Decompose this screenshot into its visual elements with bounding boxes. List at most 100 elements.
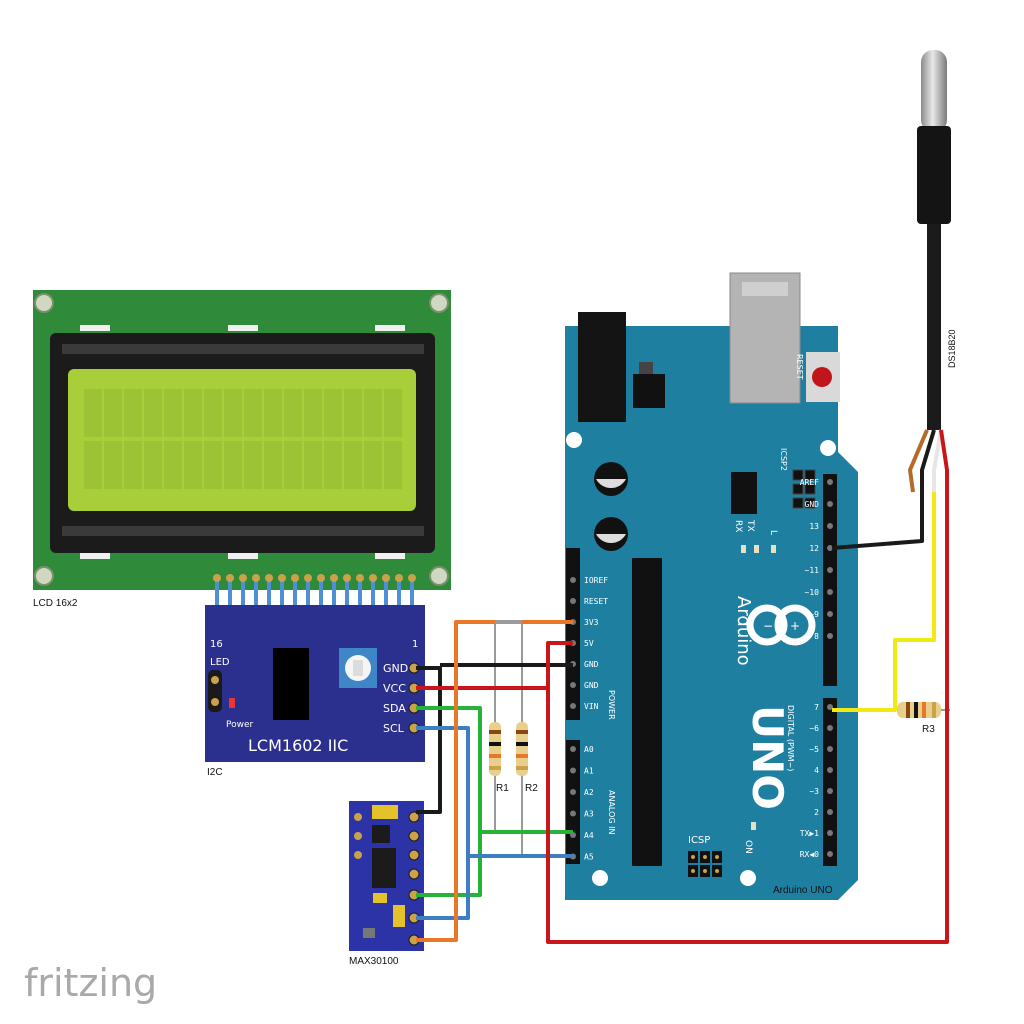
resistor-band xyxy=(516,766,528,770)
icsp2-pin xyxy=(792,483,804,495)
lcd-char-cell xyxy=(264,441,282,489)
lcd-char-cell xyxy=(224,389,242,437)
lcd-char-cell xyxy=(144,389,162,437)
lcd-pin xyxy=(291,574,299,582)
r1-label: R1 xyxy=(496,783,509,794)
atmega-chip xyxy=(632,558,662,866)
lcd-pin xyxy=(317,574,325,582)
wire-sensor-data-to-d7 xyxy=(832,492,936,712)
power-pin xyxy=(570,703,576,709)
lcd-pin xyxy=(356,574,364,582)
lcd-char-cell xyxy=(284,389,302,437)
analog-pin xyxy=(570,767,576,774)
icsp-pin-dot xyxy=(703,855,707,859)
i2c-led-label: LED xyxy=(210,657,230,668)
resistor-band xyxy=(516,742,528,746)
lcd-pin xyxy=(330,574,338,582)
r3-label: R3 xyxy=(922,724,935,735)
lcd-char-cell xyxy=(384,389,402,437)
analog-pin xyxy=(570,746,576,752)
max30100-label: MAX30100 xyxy=(349,956,399,967)
uno-label: UNO xyxy=(743,705,792,810)
i2c-ic-chip xyxy=(273,648,309,720)
lcd-char-cell xyxy=(164,441,182,489)
digital-pin xyxy=(827,611,833,617)
analog-header xyxy=(566,740,580,864)
power-pin-label: RESET xyxy=(584,597,608,606)
lcd-char-cell xyxy=(104,441,122,489)
lcd-char-cell xyxy=(204,441,222,489)
resistor-body xyxy=(489,722,501,776)
digital-pin-label: 2 xyxy=(814,808,819,817)
lcd-char-cell xyxy=(84,441,102,489)
arduino-uno-board: RESET ICSP2 TX RX L − + Arduino UNO DIGI… xyxy=(565,272,858,900)
lcd-char-cell xyxy=(164,389,182,437)
lcd-pin xyxy=(265,574,273,582)
on-label: ON xyxy=(743,840,753,854)
lcd-char-cell xyxy=(384,441,402,489)
power-pin-label: VIN xyxy=(584,702,599,711)
resistor-band xyxy=(489,730,501,734)
icsp2-label: ICSP2 xyxy=(779,448,788,471)
power-pin-label: 5V xyxy=(584,639,594,648)
icsp2-pin xyxy=(804,497,816,509)
l-label: L xyxy=(768,530,778,535)
i2c-pin-label-scl: SCL xyxy=(383,722,405,735)
digital-pin xyxy=(827,725,833,731)
wire-sensor-gnd xyxy=(831,492,924,550)
resistor-band xyxy=(922,702,926,718)
icsp-pin-dot xyxy=(691,869,695,873)
arduino-logo: − + xyxy=(746,604,816,646)
lcd-label: LCD 16x2 xyxy=(33,598,78,609)
power-pin xyxy=(570,577,576,583)
lcd-char-cell xyxy=(264,389,282,437)
resistor-band xyxy=(914,702,918,718)
digital-pin xyxy=(827,788,833,794)
lcd-pin xyxy=(395,574,403,582)
arduino-pin-labels: IOREFRESET3V35VGNDGNDVINA0A1A2A3A4A5AREF… xyxy=(570,478,833,862)
lcd-char-cell xyxy=(244,389,262,437)
analog-pin-label: A1 xyxy=(584,767,594,776)
resistor-band xyxy=(516,730,528,734)
i2c-pin-label-gnd: GND xyxy=(383,662,408,675)
digital-pin-label: 4 xyxy=(814,766,819,775)
arduino-label: Arduino UNO xyxy=(773,885,833,896)
digital-pin xyxy=(827,523,833,529)
resistor-body xyxy=(516,722,528,776)
max30100-pad xyxy=(354,813,362,821)
ds18b20-label: DS18B20 xyxy=(947,329,957,368)
lcd-character-grid xyxy=(84,389,402,489)
power-header xyxy=(566,548,580,720)
power-led xyxy=(229,698,235,708)
max30100-pin xyxy=(408,868,420,880)
digital-pin-label: ~9 xyxy=(809,610,819,619)
wires xyxy=(416,492,949,944)
lcd-pin xyxy=(369,574,377,582)
digital-pin-label: ~5 xyxy=(809,745,819,754)
lcd-char-cell xyxy=(104,389,122,437)
analog-pin xyxy=(570,810,576,817)
power-pin-label: 3V3 xyxy=(584,618,599,627)
digital-pin xyxy=(827,746,833,752)
digital-pin xyxy=(827,567,833,573)
power-pin xyxy=(570,682,576,688)
lcd-char-cell xyxy=(324,441,342,489)
lcd-pin xyxy=(304,574,312,582)
lcd-char-cell xyxy=(224,441,242,489)
digital-pin xyxy=(827,479,833,485)
i2c-chip-label: LCM1602 IIC xyxy=(248,736,348,755)
max30100-module xyxy=(349,801,424,951)
analog-pin-label: A3 xyxy=(584,810,594,819)
wire-scl-to-max xyxy=(416,726,470,920)
lcd-pin xyxy=(252,574,260,582)
analog-pin-label: A2 xyxy=(584,788,594,797)
analog-pin-label: A0 xyxy=(584,745,594,754)
icsp-header xyxy=(688,851,722,877)
lcd-char-cell xyxy=(304,389,322,437)
digital-pin xyxy=(827,767,833,773)
icsp-label: ICSP xyxy=(688,835,710,846)
lcd-pin xyxy=(226,574,234,582)
lcd-char-cell xyxy=(324,389,342,437)
wire-i2c-gnd-to-max-gnd xyxy=(416,666,442,814)
